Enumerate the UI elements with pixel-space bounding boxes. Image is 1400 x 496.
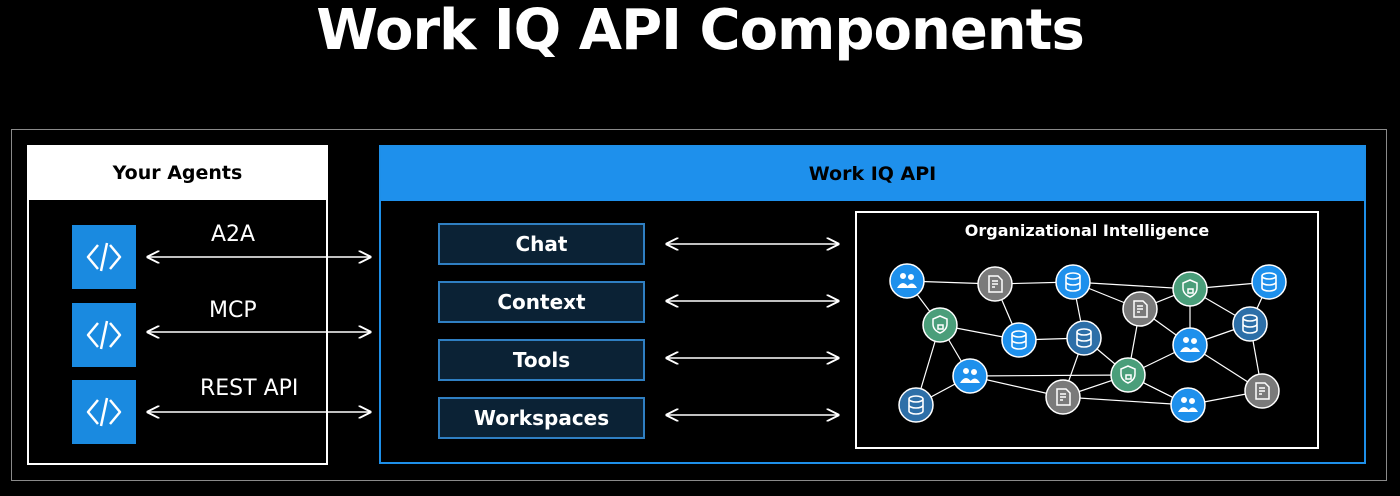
- database-icon: [1251, 264, 1287, 300]
- agent-code-icon: [72, 380, 136, 444]
- component-workspaces: Workspaces: [438, 397, 645, 439]
- organizational-intelligence-panel: Organizational Intelligence: [855, 211, 1319, 449]
- people-icon: [889, 263, 925, 299]
- database-icon: [898, 387, 934, 423]
- people-star-icon: [1172, 327, 1208, 363]
- graph-edge: [1072, 281, 1191, 290]
- graph-edge: [1062, 396, 1189, 406]
- people-icon: [1170, 387, 1206, 423]
- database-icon: [1055, 264, 1091, 300]
- database-icon: [1001, 322, 1037, 358]
- database-icon: [1066, 320, 1102, 356]
- shield-lock-icon: [922, 307, 958, 343]
- component-tools: Tools: [438, 339, 645, 381]
- your-agents-header: Your Agents: [29, 147, 326, 200]
- work-iq-api-header: Work IQ API: [381, 147, 1364, 201]
- graph-edge: [969, 374, 1129, 377]
- people-star-icon: [952, 358, 988, 394]
- database-icon: [1232, 306, 1268, 342]
- component-context: Context: [438, 281, 645, 323]
- component-chat: Chat: [438, 223, 645, 265]
- shield-lock-icon: [1172, 271, 1208, 307]
- diagram-frame: [11, 129, 1387, 481]
- document-lock-icon: [1244, 373, 1280, 409]
- work-iq-api-panel: Work IQ API Chat Context Tools Workspace…: [379, 145, 1366, 464]
- knowledge-graph: [889, 263, 1287, 423]
- document-lock-icon: [1122, 291, 1158, 327]
- organizational-intelligence-title: Organizational Intelligence: [964, 221, 1210, 240]
- shield-lock-icon: [1110, 357, 1146, 393]
- page-title: Work IQ API Components: [316, 0, 1085, 63]
- agent-code-icon: [72, 303, 136, 367]
- protocol-label-mcp: MCP: [209, 298, 257, 323]
- agent-code-icon: [72, 225, 136, 289]
- your-agents-panel: Your Agents: [27, 145, 328, 465]
- document-lock-icon: [1045, 379, 1081, 415]
- document-lock-icon: [977, 266, 1013, 302]
- protocol-label-a2a: A2A: [211, 222, 256, 247]
- protocol-label-rest-api: REST API: [200, 376, 299, 401]
